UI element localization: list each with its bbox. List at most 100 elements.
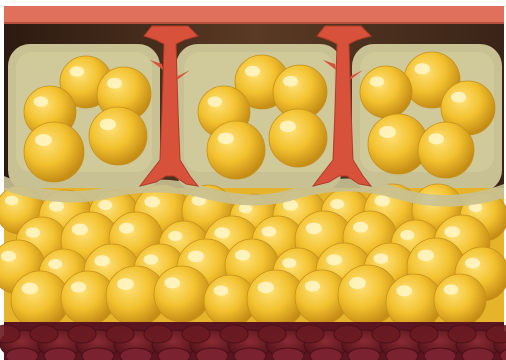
fat-cell-body (24, 122, 84, 182)
fat-cell-highlight (168, 231, 182, 241)
skin-band (4, 6, 504, 24)
fat-cell-highlight (400, 230, 414, 240)
muscle-fiber (158, 348, 190, 360)
fat-cell-highlight (70, 66, 85, 76)
fat-cell-body (207, 121, 265, 179)
fat-cell-body (434, 274, 486, 326)
fat-cell-highlight (218, 133, 234, 145)
fat-cell-highlight (107, 78, 122, 89)
fat-cell-highlight (396, 285, 412, 296)
fat-cell-highlight (428, 133, 444, 144)
fat-cell-body (89, 107, 147, 165)
fat-cell-body (154, 266, 210, 322)
muscle-fiber (272, 348, 304, 360)
muscle-fiber (296, 325, 324, 343)
muscle-fiber (120, 348, 152, 360)
fat-cell-highlight (117, 278, 134, 290)
fat-cell-highlight (326, 254, 342, 265)
fat-cell-highlight (35, 134, 52, 146)
fat-cell-highlight (208, 96, 223, 106)
fat-cell-highlight (164, 277, 180, 288)
fat-cell-highlight (465, 258, 480, 269)
muscle-fiber (424, 348, 456, 360)
fat-cell-highlight (280, 121, 296, 133)
muscle-fiber (106, 325, 134, 343)
fat-cell-highlight (414, 63, 430, 74)
muscle-fiber (334, 325, 362, 343)
fat-cell-highlight (100, 119, 116, 131)
fat-cell-highlight (49, 201, 64, 212)
muscle-fiber (44, 348, 76, 360)
muscle-fiber (30, 325, 58, 343)
fat-cell-highlight (94, 255, 110, 266)
muscle-fiber (182, 325, 210, 343)
fat-cell-highlight (283, 76, 298, 87)
deep-fat-layer (0, 184, 506, 330)
fat-cell-highlight (258, 282, 274, 294)
fat-cell-highlight (444, 284, 459, 294)
muscle-fibers (0, 325, 506, 360)
fat-cell (207, 121, 265, 179)
fat-cell-body (418, 122, 474, 178)
muscle-fiber (68, 325, 96, 343)
fat-cell-highlight (235, 250, 250, 261)
fat-cell-highlight (282, 258, 296, 268)
fat-cell-highlight (374, 195, 390, 206)
muscle-fiber (234, 348, 266, 360)
muscle-fiber (448, 325, 476, 343)
fat-cell-highlight (214, 285, 229, 295)
fat-cell-highlight (418, 250, 434, 262)
fat-cell-highlight (188, 251, 204, 263)
muscle-fiber (6, 348, 38, 360)
fat-cell (89, 107, 147, 165)
fat-cell-highlight (22, 283, 38, 295)
muscle-fiber (220, 325, 248, 343)
fibrous-compartments (8, 44, 502, 192)
muscle-fiber (348, 348, 380, 360)
fat-cell-highlight (379, 126, 396, 138)
muscle-fiber (386, 348, 418, 360)
fat-cell-highlight (48, 259, 62, 269)
fat-cell (24, 122, 84, 182)
fat-cell (386, 274, 442, 330)
fat-cell-highlight (306, 223, 322, 235)
fat-cell-highlight (245, 66, 260, 77)
fat-cell-highlight (349, 277, 366, 289)
fat-cell (434, 274, 486, 326)
fat-cell-highlight (71, 282, 86, 293)
fat-cell-highlight (305, 281, 320, 292)
fat-cell-highlight (444, 226, 460, 237)
muscle-fiber (144, 325, 172, 343)
fat-cell-body (11, 271, 69, 329)
muscle-fiber (410, 325, 438, 343)
fat-cell-highlight (353, 222, 368, 233)
fat-cell-highlight (144, 196, 160, 207)
fat-cell-body (269, 109, 327, 167)
fat-cell-highlight (330, 199, 344, 209)
fat-cell (418, 122, 474, 178)
fat-cell-highlight (98, 200, 112, 210)
muscle-fiber (310, 348, 342, 360)
muscle-fiber (462, 348, 494, 360)
fat-cell-highlight (26, 227, 41, 237)
fat-cell-highlight (214, 227, 230, 238)
fat-cell (360, 66, 412, 118)
fat-cell-highlight (451, 92, 466, 103)
muscle-fiber (82, 348, 114, 360)
fat-cell (154, 266, 210, 322)
fat-cell-body (386, 274, 442, 330)
fat-cell-highlight (370, 76, 385, 86)
muscle-fiber (372, 325, 400, 343)
fat-cell-body (360, 66, 412, 118)
fat-cell (11, 271, 69, 329)
fat-cell-highlight (119, 223, 134, 234)
fat-cell-highlight (1, 251, 16, 262)
fat-cell-highlight (72, 224, 88, 236)
fat-cell-highlight (5, 196, 18, 206)
fat-cell-highlight (262, 226, 277, 236)
fat-cell-highlight (144, 254, 159, 264)
muscle-fiber (258, 325, 286, 343)
fat-cell (269, 109, 327, 167)
